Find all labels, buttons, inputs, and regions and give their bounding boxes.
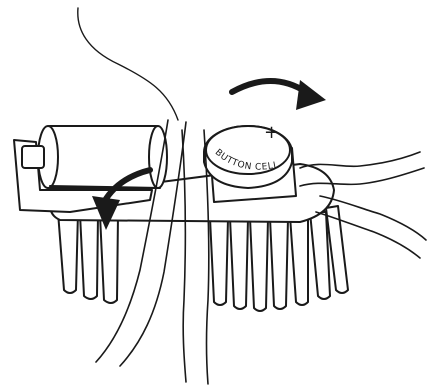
coiled-wire-right-upper <box>299 151 425 187</box>
rotation-arrow-right <box>229 78 326 110</box>
vibration-motor <box>21 125 168 189</box>
bristles <box>57 205 349 312</box>
rotation-arrow-left <box>92 167 153 230</box>
battery-polarity: + <box>264 122 279 143</box>
lead-wire <box>77 7 179 121</box>
coiled-wire-right-lower <box>315 195 427 259</box>
coiled-wire-center <box>95 119 210 385</box>
button-cell-battery: + BUTTON CELL <box>203 122 293 189</box>
